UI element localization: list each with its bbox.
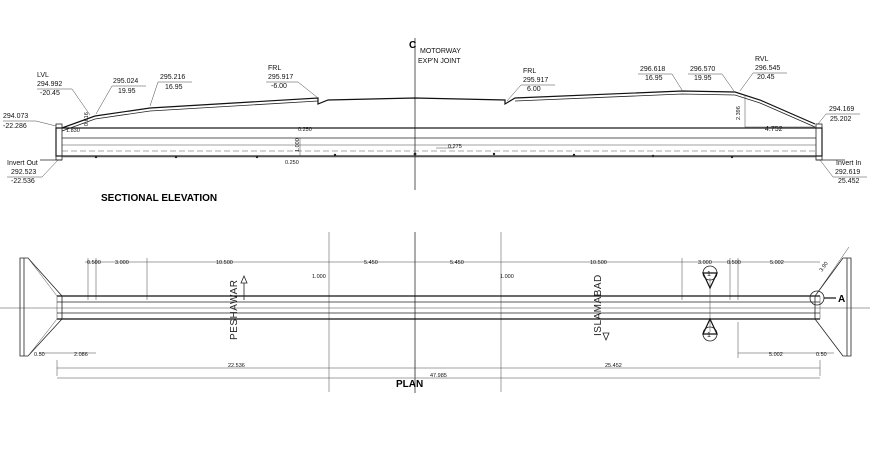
plan-dim-9: 5.002	[770, 260, 784, 266]
point-right-2-level: 296.570	[690, 66, 715, 73]
lvl-label: LVL	[37, 72, 49, 79]
right-end-chainage: 25.202	[830, 116, 852, 123]
marker-1-top-number: 1	[707, 271, 711, 278]
invert-in-chainage: 25.452	[838, 178, 860, 185]
dim-right-horiz: 4.752	[765, 126, 783, 133]
frl-right-label: FRL	[523, 68, 536, 75]
label-peshawar: PESHAWAR	[229, 280, 240, 341]
invert-in-level: 292.619	[835, 169, 860, 176]
plan-dim-1: 0.500	[87, 260, 101, 266]
dim-left-small: 1.830	[66, 128, 80, 134]
arrow-up-icon	[240, 274, 248, 284]
left-end-chainage: -22.286	[3, 123, 27, 130]
lvl-level: 294.992	[37, 81, 62, 88]
marker-1-bottom-arrow-icon	[702, 317, 718, 335]
point-right-1-chainage: 16.95	[645, 75, 663, 82]
skew-dim: 3.90	[819, 261, 830, 273]
point-right-1-level: 296.618	[640, 66, 665, 73]
left-wingwall	[19, 257, 63, 357]
frl-right-level: 295.917	[523, 77, 548, 84]
point-left-2-chainage: 16.95	[165, 84, 183, 91]
dim-1000: 1.000	[295, 138, 301, 152]
dim-gradient: 0.275	[448, 144, 462, 150]
invert-in-label: Invert In	[836, 160, 861, 167]
elevation-title: SECTIONAL ELEVATION	[101, 193, 217, 204]
span-total: 47.985	[430, 373, 447, 379]
point-left-1-chainage: 19.95	[118, 88, 136, 95]
frl-left-label: FRL	[268, 65, 281, 72]
span-right: 25.452	[605, 363, 622, 369]
road-profile-top	[61, 90, 816, 129]
frl-right-chainage: 6.00	[527, 86, 541, 93]
invert-out-chainage: -22.536	[11, 178, 35, 185]
plan-bottom-dim-left-2: 2.086	[74, 352, 88, 358]
invert-out-level: 292.523	[11, 169, 36, 176]
point-left-2-level: 295.216	[160, 74, 185, 81]
arrow-down-icon	[602, 332, 610, 342]
centerline-label-motorway: MOTORWAY	[420, 48, 461, 55]
dim-250-bot: 0.250	[285, 160, 299, 166]
rvl-level: 296.545	[755, 65, 780, 72]
marker-1-bottom-number: 1	[707, 332, 711, 339]
frl-left-chainage: -6.00	[271, 83, 287, 90]
plan-dim-1000-left: 1.000	[312, 274, 326, 280]
lvl-chainage: -20.45	[40, 90, 60, 97]
plan-dim-7: 3.000	[698, 260, 712, 266]
dim-left-vert: 0.616	[84, 112, 90, 126]
dim-right-vert: 2.396	[736, 106, 742, 120]
left-end-level: 294.073	[3, 113, 28, 120]
point-right-2-chainage: 19.95	[694, 75, 712, 82]
invert-out-label: Invert Out	[7, 160, 38, 167]
span-left: 22.536	[228, 363, 245, 369]
plan-bottom-dim-right-1: 5.002	[769, 352, 783, 358]
plan-dim-6: 10.500	[590, 260, 607, 266]
deck-box	[55, 127, 823, 157]
plan-title: PLAN	[396, 379, 423, 390]
centerline-label-joint: EXP'N JOINT	[418, 58, 461, 65]
plan-dim-2: 3.000	[115, 260, 129, 266]
plan-dim-3: 10.500	[216, 260, 233, 266]
label-islamabad: ISLAMABAD	[593, 274, 604, 336]
plan-dim-1000-right: 1.000	[500, 274, 514, 280]
section-marker-label: A	[838, 294, 845, 305]
plan-dim-4: 5.450	[364, 260, 378, 266]
plan-bottom-dim-left-1: 0.50	[34, 352, 45, 358]
right-end-level: 294.169	[829, 106, 854, 113]
plan-top-ticks	[87, 232, 739, 392]
rvl-label: RVL	[755, 56, 769, 63]
road-profile-bottom	[61, 100, 319, 132]
plan-dim-8: 0.500	[727, 260, 741, 266]
sectional-elevation: C MOTORWAY EXP'N JOINT 294.073 -22	[3, 38, 867, 204]
centerline-symbol: C	[409, 40, 416, 51]
plan-dim-5: 5.450	[450, 260, 464, 266]
frl-left-level: 295.917	[268, 74, 293, 81]
plan-bottom-dim-right-2: 0.50	[816, 352, 827, 358]
point-left-1-level: 295.024	[113, 78, 138, 85]
marker-1-top-arrow-icon	[702, 272, 718, 290]
right-wingwall	[814, 257, 852, 357]
rvl-chainage: 20.45	[757, 74, 775, 81]
dim-250-top: 0.250	[298, 127, 312, 133]
plan-view: 0.500 3.000 10.500 5.450 5.450 10.500 3.…	[0, 232, 870, 393]
